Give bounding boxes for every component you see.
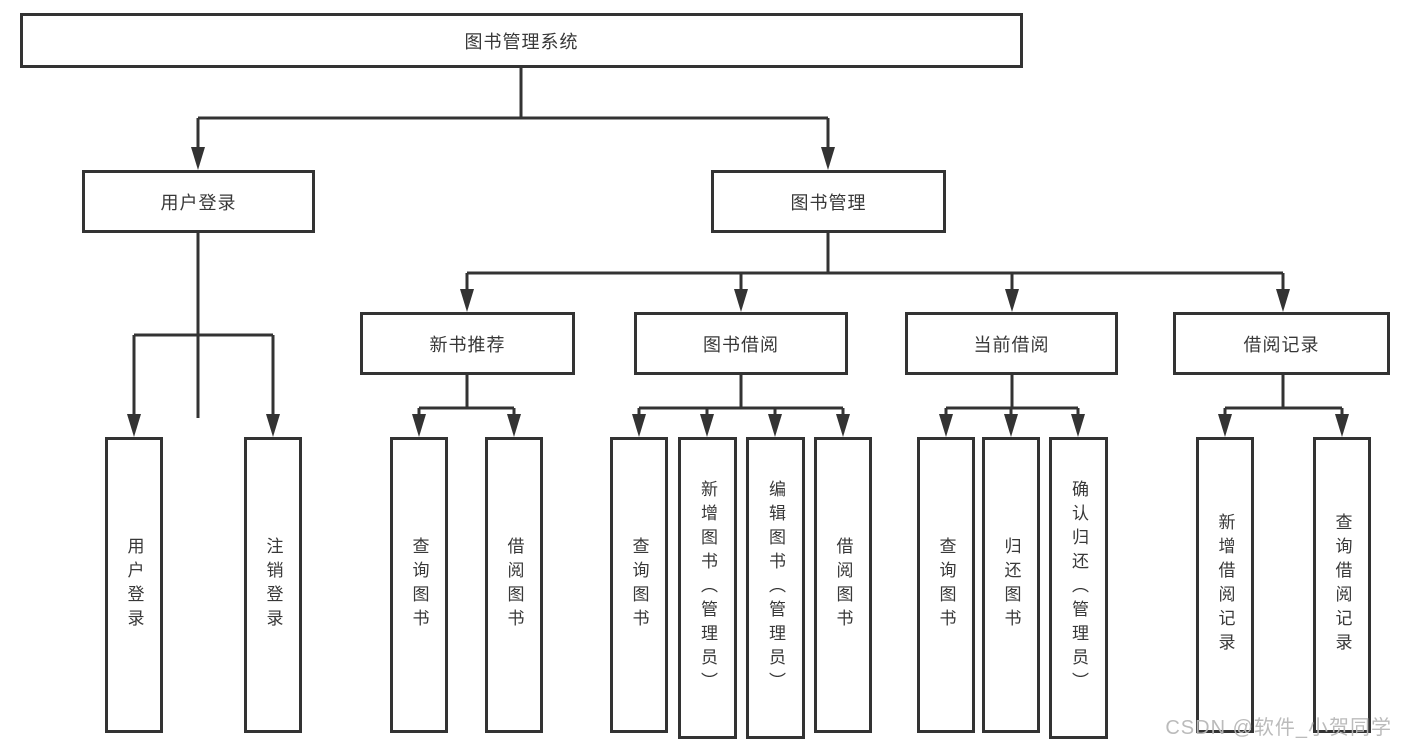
node-leaf-edit-book-admin: 编辑图书（管理员） <box>746 437 805 739</box>
node-leaf-query-books-current: 查询图书 <box>917 437 975 733</box>
node-user-login: 用户登录 <box>82 170 315 233</box>
arrowheads <box>127 147 1349 437</box>
node-leaf-query-borrow-record: 查询借阅记录 <box>1313 437 1371 733</box>
node-leaf-query-books-recommend: 查询图书 <box>390 437 448 733</box>
node-leaf-user-login: 用户登录 <box>105 437 163 733</box>
node-borrowing-records: 借阅记录 <box>1173 312 1390 375</box>
node-leaf-add-borrow-record: 新增借阅记录 <box>1196 437 1254 733</box>
watermark: CSDN @软件_小贺同学 <box>1165 717 1392 739</box>
node-leaf-confirm-return-admin: 确认归还（管理员） <box>1049 437 1108 739</box>
node-leaf-borrow-books-recommend: 借阅图书 <box>485 437 543 733</box>
node-book-management: 图书管理 <box>711 170 946 233</box>
node-leaf-query-books-borrowing: 查询图书 <box>610 437 668 733</box>
node-leaf-borrow-books: 借阅图书 <box>814 437 872 733</box>
node-leaf-return-book: 归还图书 <box>982 437 1040 733</box>
node-current-borrowing: 当前借阅 <box>905 312 1118 375</box>
node-leaf-logout: 注销登录 <box>244 437 302 733</box>
node-new-book-recommendation: 新书推荐 <box>360 312 575 375</box>
node-leaf-add-book-admin: 新增图书（管理员） <box>678 437 737 739</box>
node-root: 图书管理系统 <box>20 13 1023 68</box>
node-book-borrowing: 图书借阅 <box>634 312 848 375</box>
